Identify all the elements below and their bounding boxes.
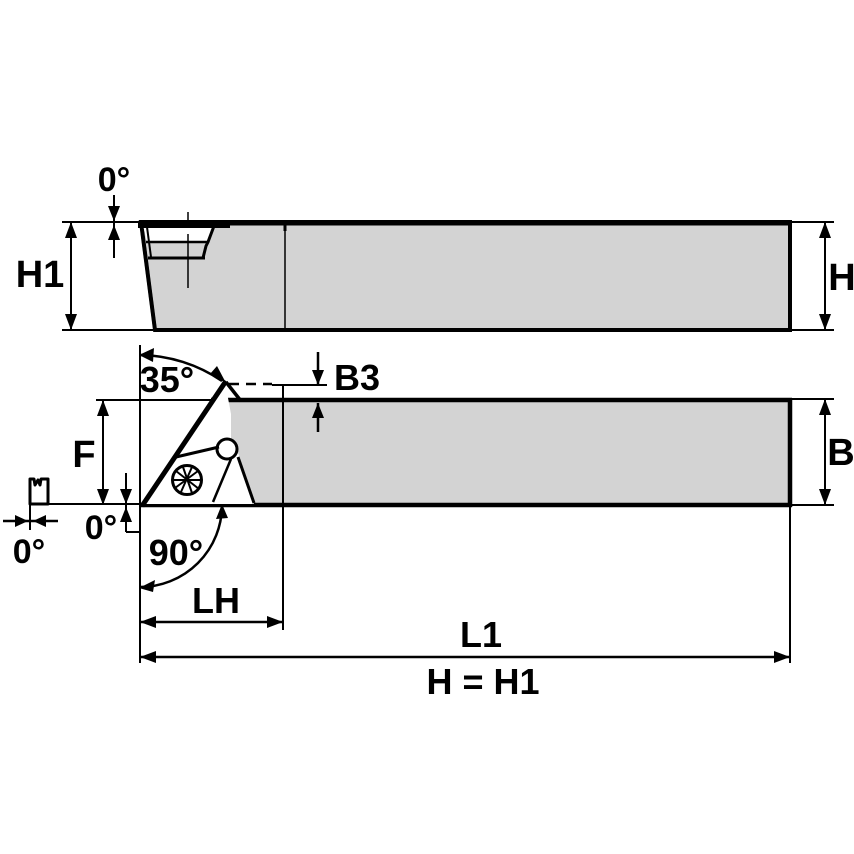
clamp-top-edge [175, 445, 220, 459]
b-arrow-down [819, 489, 831, 505]
lead-angle-annotation: 90° [139, 504, 228, 592]
clearance-arrow-up [120, 507, 132, 522]
b-dimension: B [792, 398, 854, 506]
insert-front-face-line [146, 226, 152, 258]
screw-hatch [173, 466, 201, 494]
l1-dimension: L1 [140, 614, 790, 663]
tip-angle-annotation: 35° [139, 348, 226, 400]
h-label: H [828, 257, 854, 299]
h-dimension: H [792, 221, 854, 331]
b3-arrow-up [312, 403, 324, 418]
clearance-angle-label: 0° [85, 509, 118, 547]
f-arrow-down [97, 489, 109, 505]
side-view [138, 212, 792, 332]
l1-arrow-right [774, 651, 790, 663]
b3-arrow-down [312, 370, 324, 385]
b3-label: B3 [334, 357, 380, 398]
l1-arrow-left [140, 651, 156, 663]
clearance-angle-annotation: 0° [85, 473, 139, 547]
lh-arrow-right [267, 616, 283, 628]
lead-angle-arrow-up [216, 504, 228, 519]
h-arrow-up [819, 222, 831, 238]
h1-arrow-down [65, 314, 77, 330]
plan-view [48, 379, 793, 508]
lead-angle-arc [139, 504, 224, 589]
b-label: B [827, 432, 854, 474]
rake-arrow-up [108, 225, 120, 240]
f-dimension: F [72, 400, 109, 505]
clamp-inner-edge [211, 458, 233, 503]
pocket-insert-face [143, 225, 214, 242]
insert-cutting-edge [139, 379, 229, 508]
edge-inclination-arrow-right [15, 515, 28, 527]
h1-label: H1 [16, 254, 65, 296]
h1-dimension: H1 [16, 221, 153, 331]
lead-angle-arrow-end [139, 580, 155, 592]
rake-angle-label: 0° [98, 161, 131, 199]
clamp-right-edge [236, 456, 256, 504]
edge-inclination-label: 0° [13, 533, 46, 571]
edge-inclination-detail: 0° [3, 477, 58, 571]
edge-inclination-arrow-left [33, 515, 46, 527]
height-equation-label: H = H1 [426, 661, 539, 702]
pocket-right-step-edge [201, 225, 216, 259]
l1-label: L1 [460, 614, 502, 655]
h-arrow-down [819, 314, 831, 330]
lh-arrow-left [140, 616, 156, 628]
b3-dimension: B3 [312, 352, 380, 432]
lead-angle-label: 90° [149, 532, 203, 573]
insert-tip-right-edge [224, 380, 243, 403]
f-label: F [72, 434, 95, 476]
side-view-front-edge [139, 221, 157, 331]
lh-dimension: LH [140, 580, 283, 628]
tip-angle-arrow-end [210, 366, 226, 383]
f-arrow-up [97, 400, 109, 416]
h1-arrow-up [65, 222, 77, 238]
clearance-arrow-down [120, 489, 132, 504]
rake-angle-annotation: 0° [98, 161, 131, 258]
edge-profile-shape [28, 477, 50, 506]
tip-angle-arrow-start [139, 348, 154, 362]
lh-label: LH [192, 580, 240, 621]
side-view-body [138, 220, 792, 332]
clamp-knob [215, 437, 239, 461]
tip-angle-label: 35° [140, 359, 194, 400]
pocket-shim [147, 243, 208, 257]
rake-arrow-down [108, 206, 120, 221]
b-arrow-up [819, 399, 831, 415]
plan-view-body [143, 400, 790, 505]
